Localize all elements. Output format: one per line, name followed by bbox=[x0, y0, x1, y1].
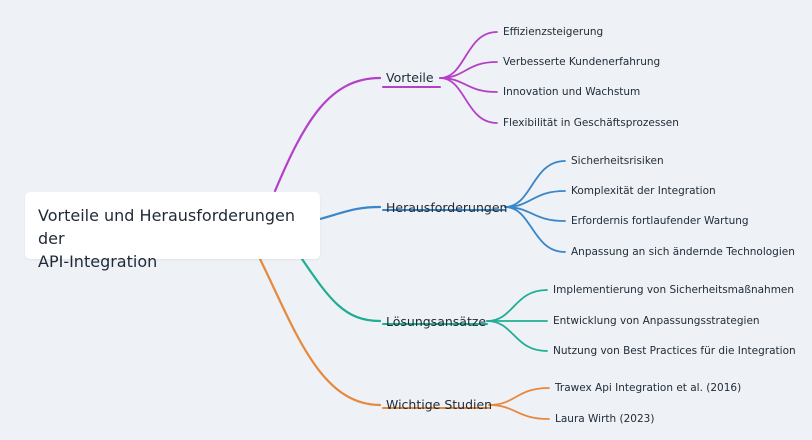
root-to-branch-connector bbox=[273, 76, 382, 193]
leaf-node[interactable]: Sicherheitsrisiken bbox=[571, 155, 664, 167]
leaf-node[interactable]: Anpassung an sich ändernde Technologien bbox=[571, 246, 795, 258]
branch-node-wichtige-studien[interactable]: Wichtige Studien bbox=[386, 397, 493, 412]
branch-to-leaf-connector bbox=[439, 77, 498, 124]
branch-node-loesungsansaetze[interactable]: Lösungsansätze bbox=[386, 314, 487, 329]
leaf-node[interactable]: Effizienzsteigerung bbox=[503, 26, 604, 38]
leaf-node[interactable]: Entwicklung von Anpassungsstrategien bbox=[553, 315, 760, 327]
branch-node-herausforderungen[interactable]: Herausforderungen bbox=[386, 200, 508, 215]
root-to-branch-connector bbox=[300, 257, 382, 323]
root-node[interactable]: Vorteile und Herausforderungen der API-I… bbox=[25, 192, 320, 271]
branch-to-leaf-connector bbox=[488, 404, 550, 420]
leaf-node[interactable]: Flexibilität in Geschäftsprozessen bbox=[503, 117, 679, 129]
branch-to-leaf-connector bbox=[486, 289, 548, 322]
branch-to-leaf-connector bbox=[504, 206, 566, 253]
branch-to-leaf-connector bbox=[504, 160, 566, 208]
root-to-branch-connector bbox=[258, 257, 382, 407]
leaf-node[interactable]: Innovation und Wachstum bbox=[503, 86, 641, 98]
leaf-node[interactable]: Implementierung von Sicherheitsmaßnahmen bbox=[553, 284, 795, 296]
branch-to-leaf-connector bbox=[488, 387, 550, 406]
leaf-node[interactable]: Laura Wirth (2023) bbox=[555, 413, 655, 425]
leaf-node[interactable]: Trawex Api Integration et al. (2016) bbox=[555, 382, 742, 394]
leaf-node[interactable]: Komplexität der Integration bbox=[571, 185, 716, 197]
root-title-line-2: API-Integration bbox=[38, 252, 158, 271]
leaf-node[interactable]: Nutzung von Best Practices für die Integ… bbox=[553, 345, 796, 357]
leaf-node[interactable]: Erfordernis fortlaufender Wartung bbox=[571, 215, 749, 227]
branch-to-leaf-connector bbox=[439, 31, 498, 79]
root-to-branch-connector bbox=[318, 205, 382, 221]
root-title-line-1: Vorteile und Herausforderungen der bbox=[38, 206, 295, 248]
branch-node-vorteile[interactable]: Vorteile bbox=[386, 70, 434, 85]
leaf-node[interactable]: Verbesserte Kundenerfahrung bbox=[503, 56, 661, 68]
branch-to-leaf-connector bbox=[486, 320, 548, 352]
